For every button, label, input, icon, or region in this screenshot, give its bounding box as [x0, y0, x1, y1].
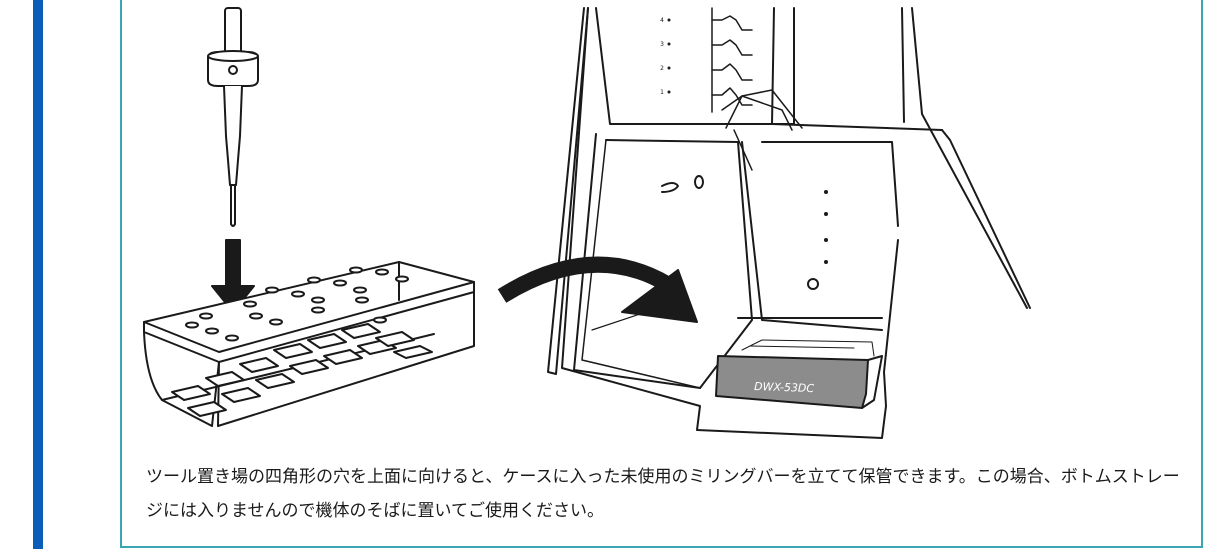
tool-holder-icon	[143, 261, 475, 427]
illustration: 4 3 2 1 DWX-53DC	[143, 7, 1031, 439]
slot-number-1: 1	[660, 89, 664, 96]
slot-number-4: 4	[660, 17, 664, 24]
curved-arrow-icon	[497, 256, 698, 323]
slot-number-2: 2	[660, 65, 664, 72]
slot-number-3: 3	[660, 41, 664, 48]
milling-machine-icon	[547, 7, 1031, 439]
note-box: 4 3 2 1 DWX-53DC ツール置き場の四角形の穴を上面に向けると、ケー…	[120, 0, 1203, 548]
caption-text: ツール置き場の四角形の穴を上面に向けると、ケースに入った未使用のミリングバーを立…	[146, 467, 1180, 521]
machine-label: DWX-53DC	[754, 380, 815, 395]
milling-bur-icon	[207, 7, 259, 227]
accent-bar	[33, 0, 43, 549]
